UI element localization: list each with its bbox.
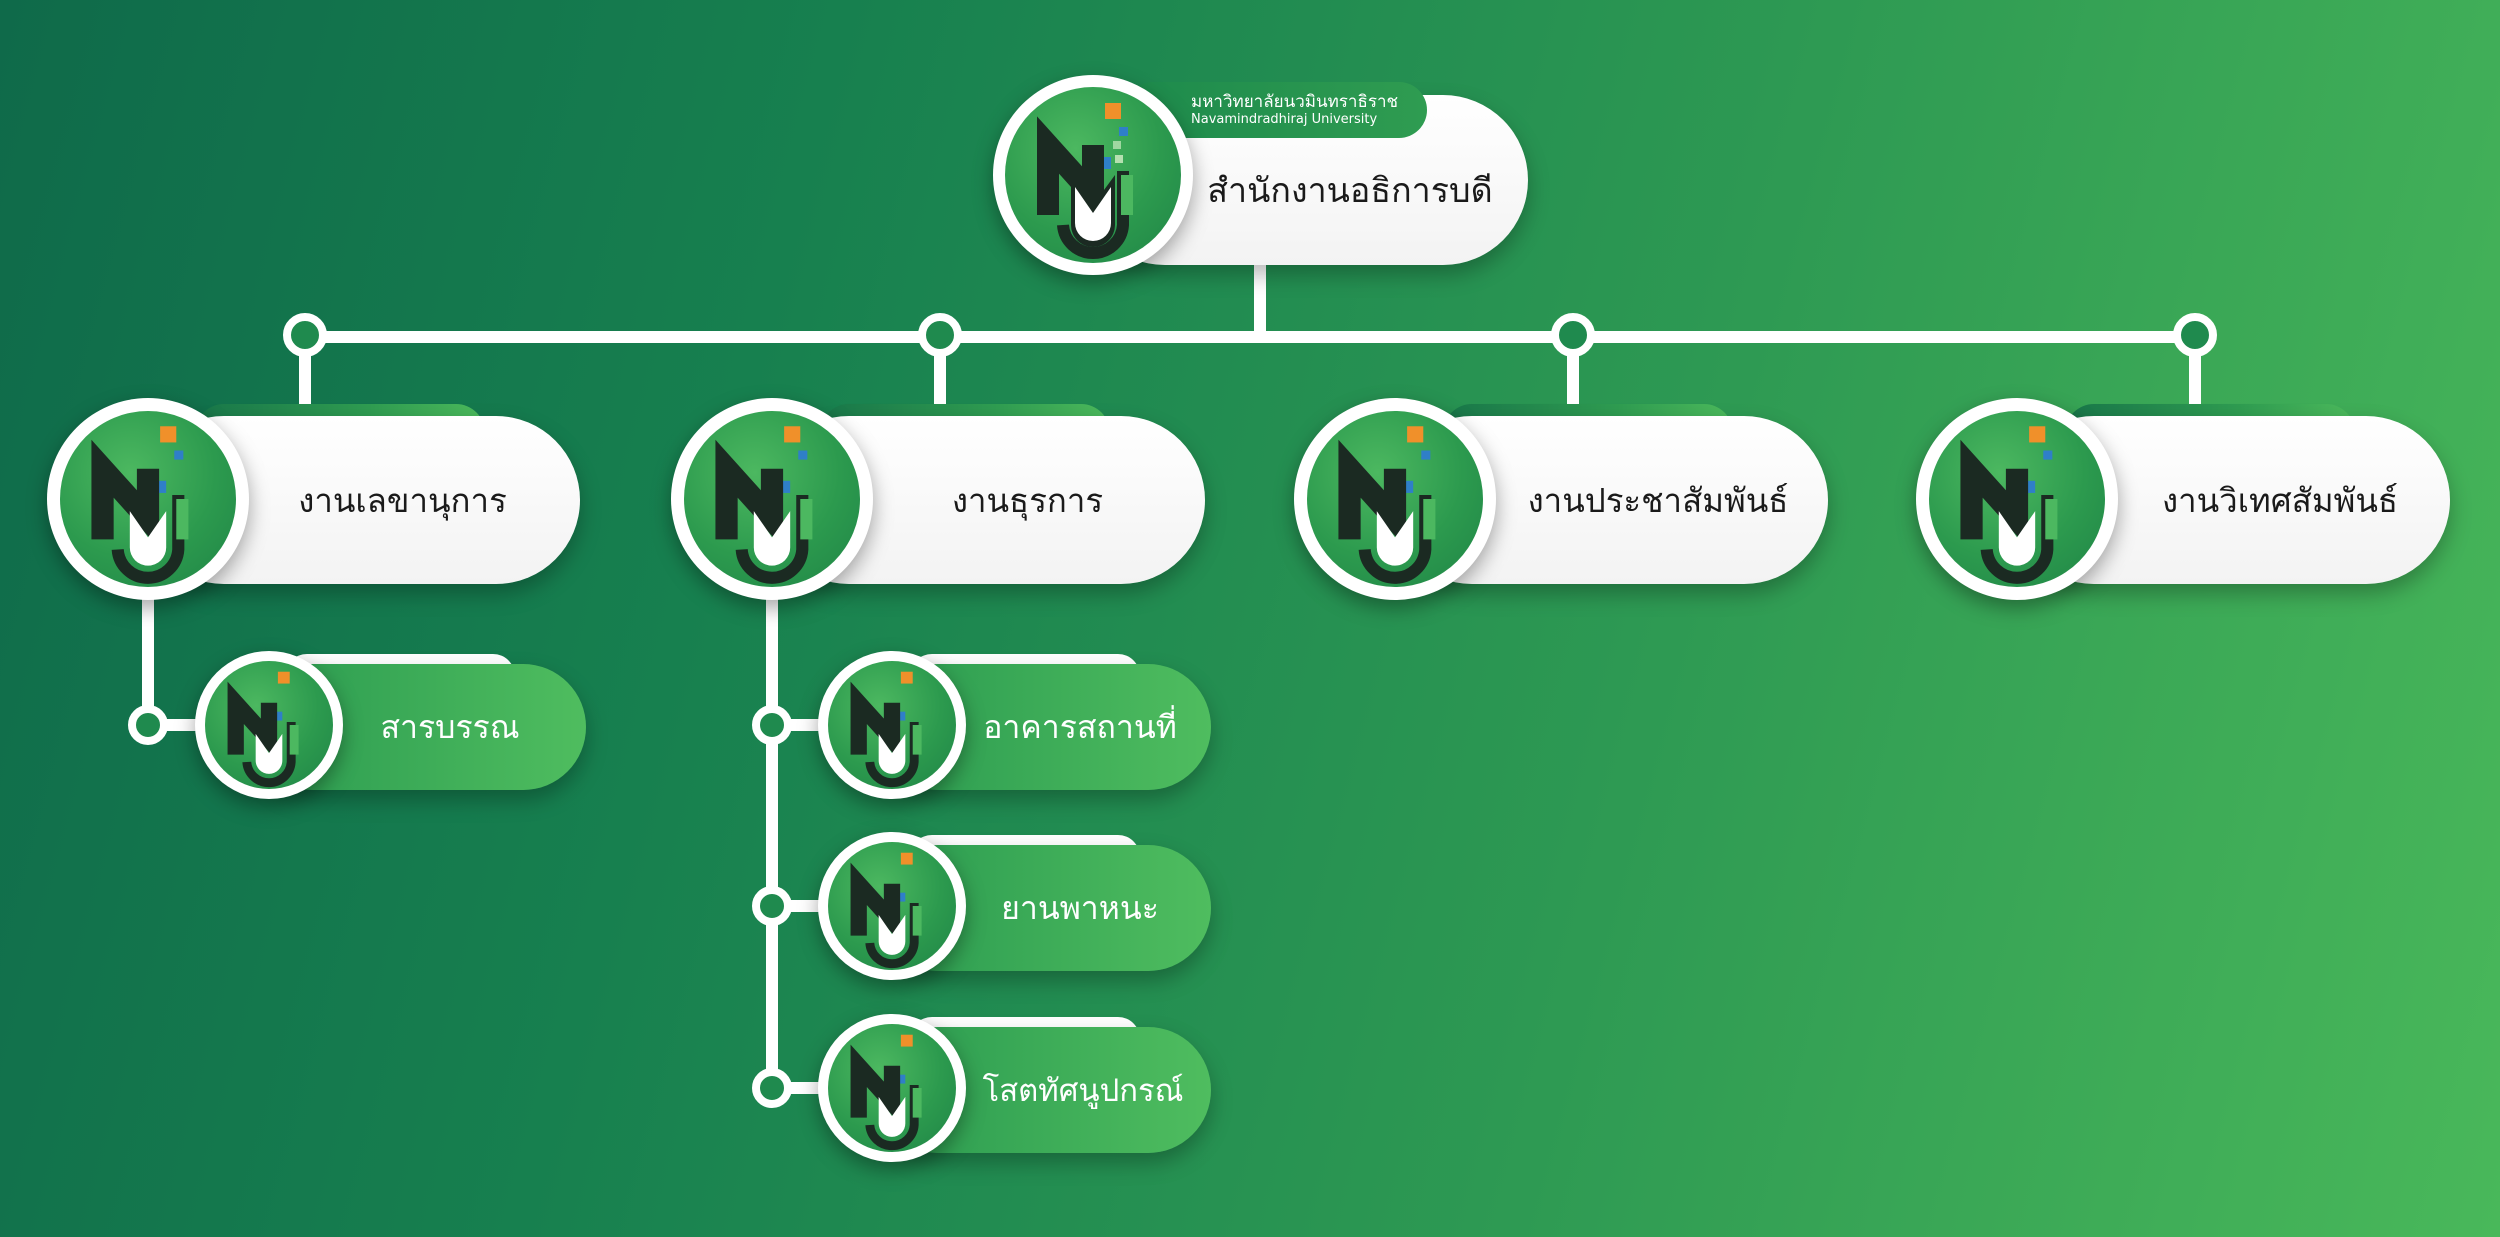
nmu-logo-icon — [818, 1014, 966, 1162]
nmu-monogram-icon — [715, 426, 813, 584]
nmu-monogram-icon — [1338, 426, 1436, 584]
nmu-logo-icon — [47, 398, 249, 600]
junction-dot — [752, 886, 792, 926]
nmu-logo-icon — [818, 651, 966, 799]
nmu-logo-icon — [993, 75, 1193, 275]
nmu-monogram-icon — [91, 426, 189, 584]
nmu-monogram-icon — [227, 671, 299, 788]
department-label: งานเลขานุการ — [298, 480, 507, 520]
nmu-logo-icon — [1294, 398, 1496, 600]
sub-unit-label: อาคารสถานที่ — [983, 707, 1177, 746]
sub-unit-label: สารบรรณ — [380, 707, 520, 746]
nmu-logo-icon — [671, 398, 873, 600]
nmu-monogram-icon — [1960, 426, 2058, 584]
department-label: งานธุรการ — [951, 480, 1104, 520]
junction-dot — [918, 313, 962, 357]
department-label: งานวิเทศสัมพันธ์ — [2161, 480, 2399, 520]
university-name-thai: มหาวิทยาลัยนวมินทราธิราช — [1191, 92, 1399, 112]
junction-dot — [283, 313, 327, 357]
sub-unit-label: โสตทัศนูปกรณ์ — [982, 1073, 1184, 1109]
department-label: งานประชาสัมพันธ์ — [1527, 480, 1789, 520]
junction-dot — [2173, 313, 2217, 357]
nmu-monogram-icon — [850, 1034, 922, 1151]
nmu-monogram-icon — [1037, 103, 1133, 260]
junction-dot — [1551, 313, 1595, 357]
university-name-english: Navamindradhiraj University — [1191, 112, 1378, 127]
junction-dot — [128, 705, 168, 745]
sub-unit-label: ยานพาหนะ — [1001, 888, 1159, 927]
nmu-monogram-icon — [850, 671, 922, 788]
nmu-monogram-icon — [850, 852, 922, 969]
junction-dot — [752, 1068, 792, 1108]
junction-dot — [752, 705, 792, 745]
root-label: สำนักงานอธิการบดี — [1207, 171, 1493, 211]
nmu-logo-icon — [818, 832, 966, 980]
nmu-logo-icon — [1916, 398, 2118, 600]
nmu-logo-icon — [195, 651, 343, 799]
